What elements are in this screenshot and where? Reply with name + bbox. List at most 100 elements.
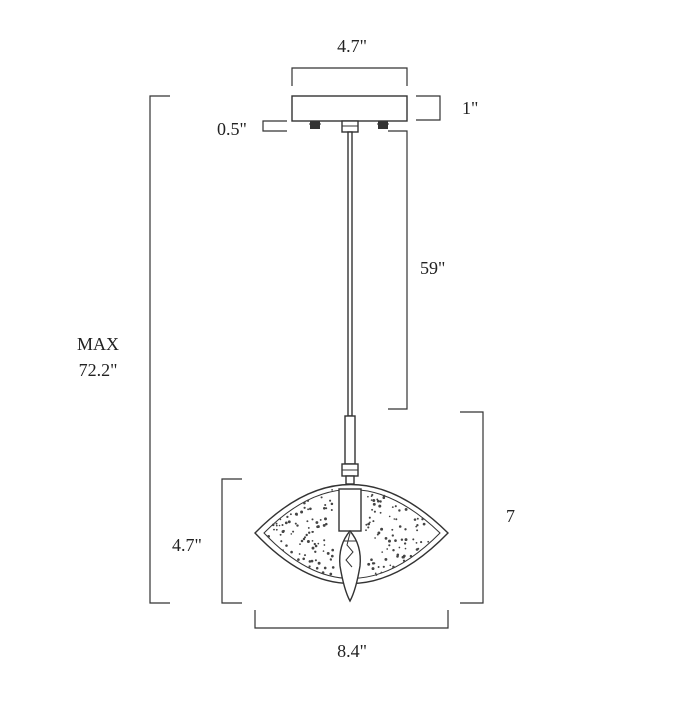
- glass-bubble: [394, 505, 397, 508]
- glass-bubble: [330, 508, 333, 512]
- glass-bubble: [421, 518, 424, 521]
- glass-bubble: [379, 500, 382, 503]
- canopy-center-fitting: [341, 120, 359, 133]
- canopy-height-label: 1": [462, 98, 478, 118]
- glass-bubble: [322, 523, 326, 527]
- glass-bubble: [285, 544, 288, 547]
- glass-bubble: [402, 559, 406, 562]
- lamp-socket: [338, 488, 362, 532]
- glass-bubble: [374, 537, 376, 539]
- cord-length-label: 59": [420, 258, 445, 278]
- glass-bubble: [392, 548, 395, 552]
- glass-bubble: [384, 557, 388, 561]
- glass-bubble: [415, 548, 419, 551]
- glass-bubble: [315, 521, 319, 524]
- glass-bubble: [313, 542, 316, 546]
- shade-height-right-label: 7: [506, 506, 515, 526]
- glass-bubble: [392, 565, 395, 569]
- glass-bubble: [320, 496, 323, 499]
- glass-bubble: [275, 522, 278, 525]
- glass-bubble: [409, 554, 413, 558]
- glass-bubble: [416, 524, 419, 527]
- glass-bubble: [379, 511, 382, 514]
- glass-bubble: [311, 540, 314, 542]
- glass-bubble: [308, 531, 311, 534]
- glass-bubble: [413, 518, 417, 521]
- glass-bubble: [307, 526, 310, 529]
- glass-bubble: [278, 524, 281, 527]
- glass-bubble: [380, 571, 383, 574]
- glass-bubble: [398, 509, 401, 512]
- glass-bubble: [376, 498, 379, 501]
- glass-bubble: [321, 571, 325, 574]
- shade-width-label: 8.4": [337, 641, 367, 661]
- glass-bubble: [386, 548, 389, 550]
- glass-bubble: [393, 518, 396, 520]
- glass-bubble: [271, 523, 275, 527]
- glass-bubble: [331, 566, 335, 569]
- glass-bubble: [398, 525, 402, 528]
- glass-bubble: [326, 551, 330, 555]
- glass-bubble: [317, 542, 320, 545]
- glass-bubble: [323, 544, 326, 546]
- glass-bubble: [402, 556, 405, 559]
- shade-height-bracket-left: [221, 478, 242, 604]
- glass-bubble: [282, 549, 284, 552]
- glass-bubble: [322, 550, 325, 552]
- glass-bubble: [372, 502, 376, 506]
- glass-bubble: [281, 523, 284, 527]
- glass-bubble: [275, 528, 278, 531]
- glass-bubble: [311, 546, 315, 550]
- glass-bubble: [412, 538, 415, 541]
- glass-bubble: [308, 565, 311, 568]
- candle-bulb: [339, 529, 361, 603]
- max-height-bracket: [149, 95, 170, 604]
- glass-bubble: [384, 537, 388, 540]
- mounting-screw-left: [309, 121, 321, 129]
- glass-bubble: [311, 530, 314, 533]
- glass-bubble: [367, 522, 371, 526]
- glass-bubble: [420, 541, 423, 544]
- shade-height-left-label: 4.7": [172, 535, 202, 555]
- glass-bubble: [427, 540, 430, 543]
- glass-bubble: [388, 539, 391, 543]
- mounting-screw-right: [377, 121, 389, 129]
- glass-bubble: [281, 530, 285, 534]
- glass-bubble: [275, 524, 278, 527]
- screw-height-label: 0.5": [217, 119, 247, 139]
- glass-bubble: [279, 518, 282, 521]
- glass-bubble: [314, 544, 318, 548]
- glass-bubble: [309, 507, 312, 511]
- glass-bubble: [319, 518, 322, 521]
- glass-bubble: [404, 538, 408, 542]
- glass-bubble: [323, 566, 327, 570]
- glass-bubble: [297, 558, 300, 561]
- glass-bubble: [400, 538, 404, 541]
- glass-bubble: [303, 536, 307, 539]
- glass-bubble: [380, 527, 384, 531]
- glass-bubble: [375, 573, 378, 576]
- glass-bubble: [316, 525, 320, 529]
- glass-bubble: [365, 529, 367, 532]
- glass-bubble: [306, 540, 310, 543]
- glass-bubble: [367, 495, 369, 498]
- glass-bubble: [307, 508, 310, 511]
- max-height-value: 72.2": [79, 360, 118, 380]
- glass-bubble: [415, 542, 418, 544]
- glass-bubble: [322, 506, 326, 510]
- glass-bubble: [287, 520, 291, 524]
- glass-bubble: [371, 562, 375, 565]
- glass-bubble: [292, 530, 295, 533]
- glass-bubble: [300, 510, 304, 514]
- glass-bubble: [367, 562, 371, 566]
- glass-bubble: [267, 535, 270, 538]
- glass-bubble: [382, 565, 385, 568]
- glass-bubble: [331, 548, 335, 552]
- glass-bubble: [311, 518, 314, 521]
- glass-bubble: [302, 557, 305, 561]
- canopy: [291, 95, 408, 133]
- glass-bubble: [325, 522, 328, 526]
- socket-stem: [341, 415, 359, 485]
- glass-bubble: [370, 499, 373, 501]
- glass-bubble: [280, 540, 283, 543]
